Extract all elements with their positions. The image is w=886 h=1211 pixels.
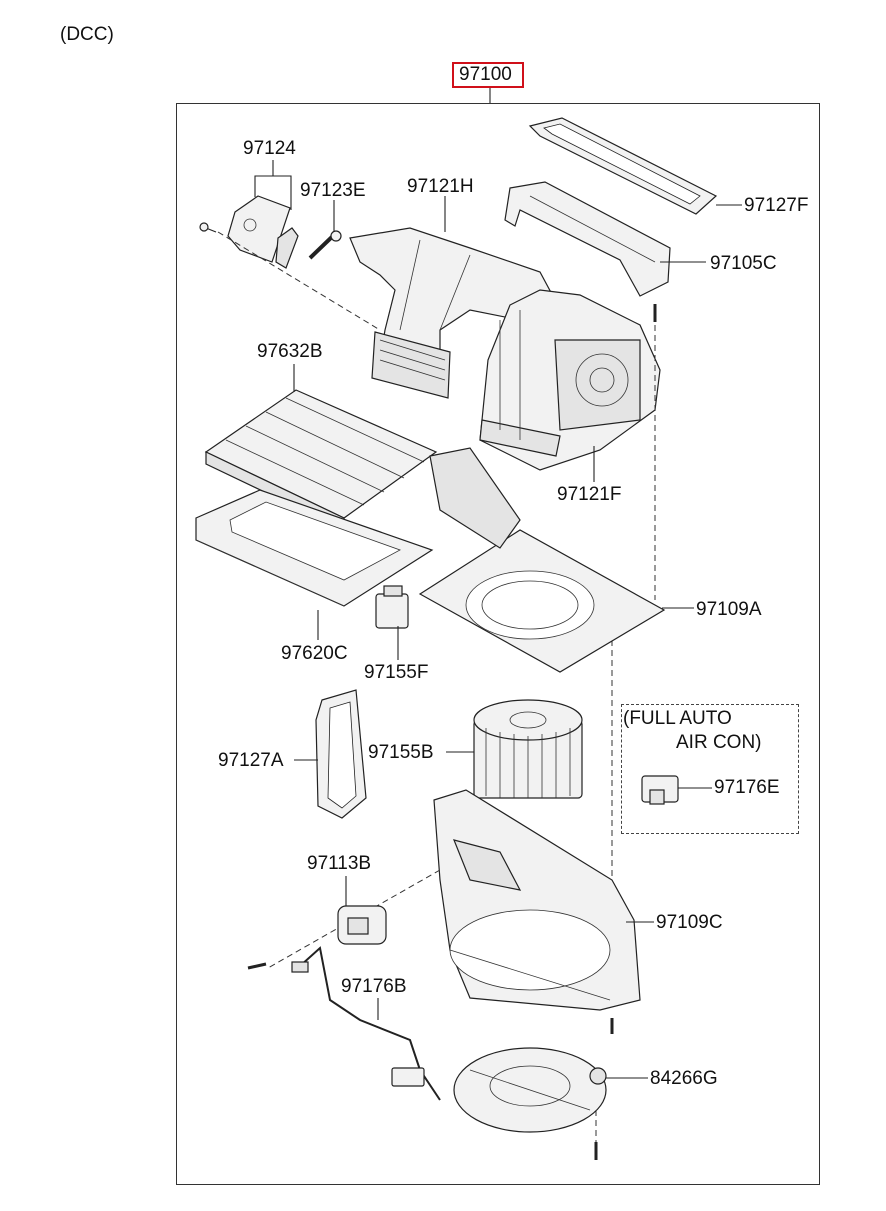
variant-label: (DCC) [60,24,114,45]
part-label-97109A[interactable]: 97109A [696,599,762,620]
part-label-97121H[interactable]: 97121H [407,176,474,197]
link-97123E-drawing [308,230,342,260]
filter-frame-97620C-drawing [195,489,434,607]
assembly-line-1 [217,231,381,331]
lower-case-97121F-drawing [479,289,661,471]
part-label-97632B[interactable]: 97632B [257,341,323,362]
part-label-97620C[interactable]: 97620C [281,643,348,664]
relay-97176E-drawing [641,775,679,805]
part-label-97123E[interactable]: 97123E [300,180,366,201]
assembly-number-box[interactable]: 97100 [452,62,524,88]
part-label-97176B[interactable]: 97176B [341,976,407,997]
part-label-84266G[interactable]: 84266G [650,1068,718,1089]
motor-cover-84266G-drawing [453,1047,607,1133]
note-line-2: AIR CON) [676,732,762,753]
part-label-97105C[interactable]: 97105C [710,253,777,274]
part-label-97121F[interactable]: 97121F [557,484,622,505]
screws [247,304,657,1160]
gasket-97127F-drawing [528,117,718,215]
part-label-97109C[interactable]: 97109C [656,912,723,933]
part-label-97155F[interactable]: 97155F [364,662,429,683]
part-label-97155B[interactable]: 97155B [368,742,434,763]
gasket-ring-97127A-drawing [315,689,367,819]
assembly-number: 97100 [459,64,512,85]
part-label-97127F[interactable]: 97127F [744,195,809,216]
duct-97105C-drawing [504,181,671,297]
part-label-97113B[interactable]: 97113B [307,853,372,874]
upper-case-97121H-drawing [349,227,556,399]
assembly-line-4 [267,869,441,969]
assembly-frame [176,103,820,1185]
blower-wheel-97155B-drawing [473,699,583,799]
actuator-97124-drawing [199,195,299,269]
part-label-97127A[interactable]: 97127A [218,750,284,771]
blower-case-97109C-drawing [433,789,641,1011]
part-label-97124[interactable]: 97124 [243,138,296,159]
resistor-97155F-drawing [375,585,409,629]
actuator-97113B-drawing [337,905,387,945]
harness-97176B-drawing [291,946,441,1101]
scroll-plate-97109A-drawing [418,447,666,673]
note-line-1: (FULL AUTO [623,708,732,729]
part-label-97176E[interactable]: 97176E [714,777,780,798]
full-auto-option-box [621,704,799,834]
